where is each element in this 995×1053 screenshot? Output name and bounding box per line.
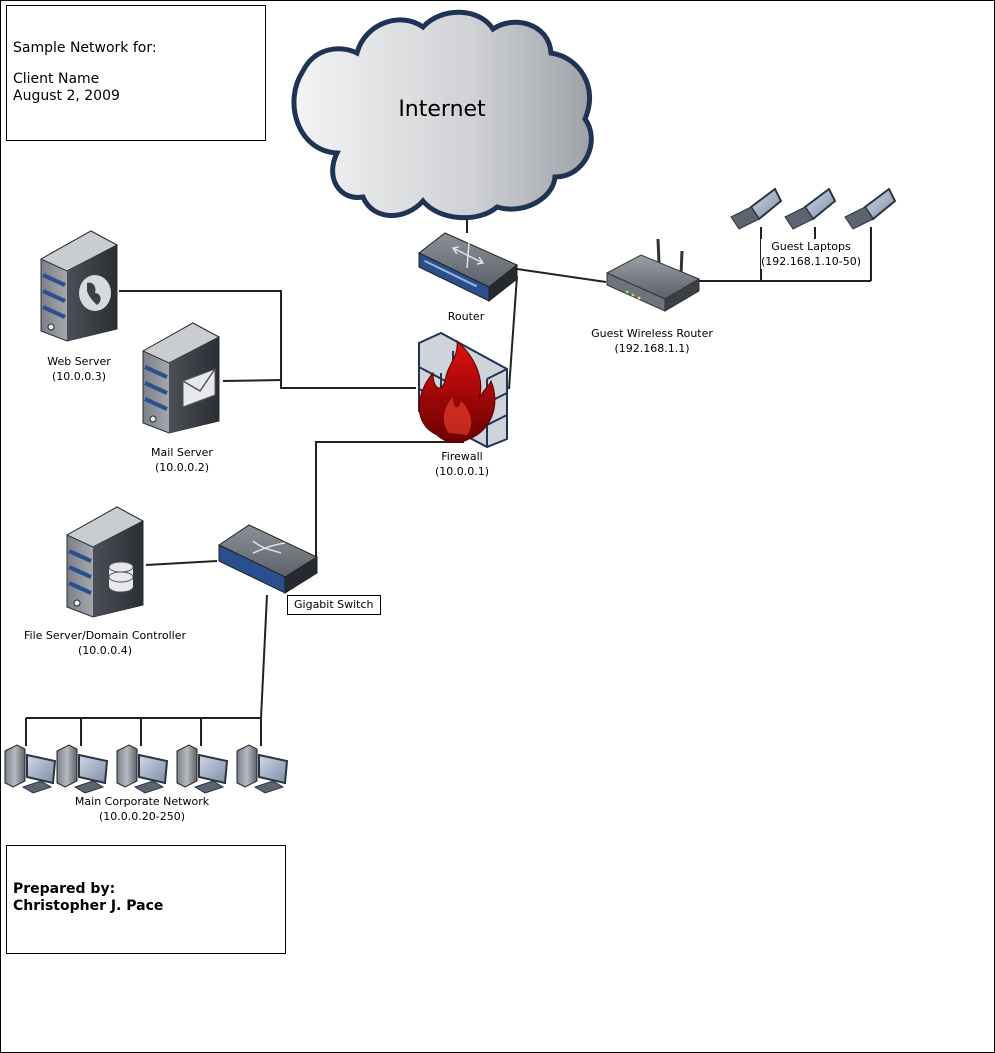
mail-server-label: Mail Server (10.0.0.2) — [151, 446, 213, 474]
web-server-label: Web Server (10.0.0.3) — [47, 355, 111, 383]
corporate-network-label: Main Corporate Network (10.0.0.20-250) — [74, 795, 210, 823]
link-webserver-firewall — [119, 290, 416, 389]
laptop-icon-2 — [784, 187, 837, 230]
mail-server-ip: (10.0.0.2) — [154, 461, 210, 474]
client-name: Client Name — [13, 71, 100, 87]
title-box: Sample Network for: Client Name August 2… — [6, 5, 266, 141]
workstation-icon-3 — [116, 744, 169, 794]
web-server-ip: (10.0.0.3) — [51, 370, 107, 383]
wireless-router-ip: (192.168.1.1) — [614, 342, 690, 355]
prepared-label: Prepared by: — [13, 881, 116, 897]
workstation-icon-4 — [176, 744, 229, 794]
wireless-router-label: Guest Wireless Router (192.168.1.1) — [591, 327, 713, 355]
link-firewall-switch — [315, 441, 464, 561]
title-line: Sample Network for: — [13, 40, 157, 56]
workstation-icon-5 — [236, 744, 289, 794]
link-router-wireless — [516, 268, 607, 283]
connection-lines — [25, 213, 872, 746]
laptop-icon-1 — [730, 187, 783, 230]
router-icon — [418, 232, 518, 303]
guest-laptops-ip: (192.168.1.10-50) — [760, 255, 862, 268]
mail-server-icon — [141, 322, 221, 434]
guest-laptops-label: Guest Laptops (192.168.1.10-50) — [760, 239, 862, 269]
internet-label: Internet — [398, 97, 486, 122]
link-mailserver-trunk — [222, 379, 282, 382]
wireless-router-icon — [605, 238, 701, 312]
prepared-box: Prepared by: Christopher J. Pace — [6, 845, 286, 954]
firewall-label: Firewall (10.0.0.1) — [434, 450, 490, 478]
router-label: Router — [447, 310, 485, 323]
file-server-ip: (10.0.0.4) — [77, 644, 133, 657]
switch-icon — [217, 524, 319, 594]
laptop-icon-3 — [844, 187, 897, 230]
internet-cloud-icon — [291, 9, 594, 221]
file-server-label: File Server/Domain Controller (10.0.0.4) — [24, 629, 186, 657]
link-fileserver-switch — [145, 560, 218, 566]
file-server-icon — [65, 506, 145, 618]
workstation-icon-2 — [56, 744, 109, 794]
corporate-network-ip: (10.0.0.20-250) — [98, 810, 186, 823]
workstation-icon-1 — [4, 744, 57, 794]
firewall-icon — [418, 331, 508, 449]
switch-label: Gigabit Switch — [287, 595, 381, 615]
web-server-icon — [39, 230, 119, 342]
firewall-ip: (10.0.0.1) — [434, 465, 490, 478]
link-router-firewall — [508, 275, 518, 390]
date-line: August 2, 2009 — [13, 88, 120, 104]
author-name: Christopher J. Pace — [13, 898, 164, 914]
